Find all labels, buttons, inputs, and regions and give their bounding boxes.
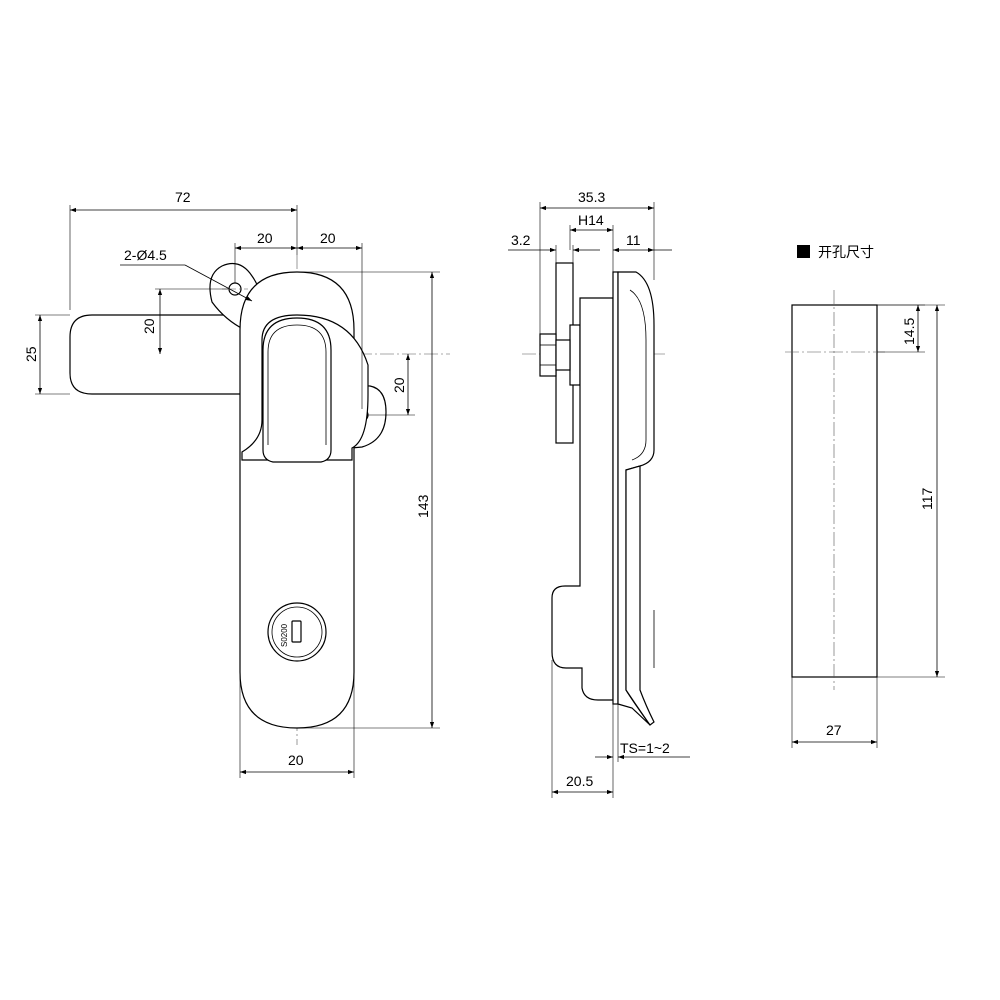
dim-right-offset: 20: [320, 230, 336, 246]
hex-nut: [539, 333, 557, 377]
shaft: [555, 339, 571, 371]
keyhole-icon: [291, 620, 302, 643]
title-square-icon: [797, 245, 810, 258]
dim-height: 117: [919, 487, 935, 510]
slot-inner-edge: [267, 324, 327, 445]
cutout-rectangle: [791, 304, 878, 678]
key-cylinder-inner: [271, 606, 323, 658]
cutout-title: 开孔尺寸: [818, 245, 874, 261]
dim-hole-vertical-left: 20: [141, 318, 157, 334]
handle-grip: [625, 465, 655, 726]
side-view: 35.3 H14 3.2 11 TS=1~2 20.5: [508, 189, 690, 798]
dim-body-width: 20: [288, 752, 304, 768]
cutout-view: 开孔尺寸 14.5 117 27: [785, 245, 945, 748]
handle-inner-curve: [629, 289, 647, 461]
dim-plate-thickness: 3.2: [511, 232, 531, 248]
dim-hole-vertical-right: 20: [391, 377, 407, 393]
callout-leader: [184, 264, 253, 302]
dim-top-offset: 14.5: [901, 318, 917, 345]
dim-total-depth: 35.3: [578, 189, 605, 205]
front-view: S0200 72 20 20 2-Ø4.5 25 20 20: [23, 189, 450, 778]
dim-handle-depth: 11: [626, 232, 641, 248]
dim-handle-height: 25: [23, 346, 39, 362]
dim-width: 27: [826, 722, 842, 738]
handle-slot: [262, 317, 332, 463]
side-body-frame: [551, 297, 614, 701]
dim-nut: H14: [578, 212, 604, 228]
dim-total-height: 143: [415, 494, 431, 518]
dim-panel-thickness: TS=1~2: [620, 740, 670, 756]
lock-code-label: S0200: [280, 623, 289, 647]
dim-left-offset: 20: [257, 230, 273, 246]
dim-overall-width: 72: [175, 189, 191, 205]
handle-tab: [69, 314, 240, 395]
dim-body-depth: 20.5: [566, 773, 593, 789]
mounting-panel: [612, 271, 619, 705]
dim-hole-callout: 2-Ø4.5: [124, 247, 167, 263]
washer: [569, 324, 581, 386]
